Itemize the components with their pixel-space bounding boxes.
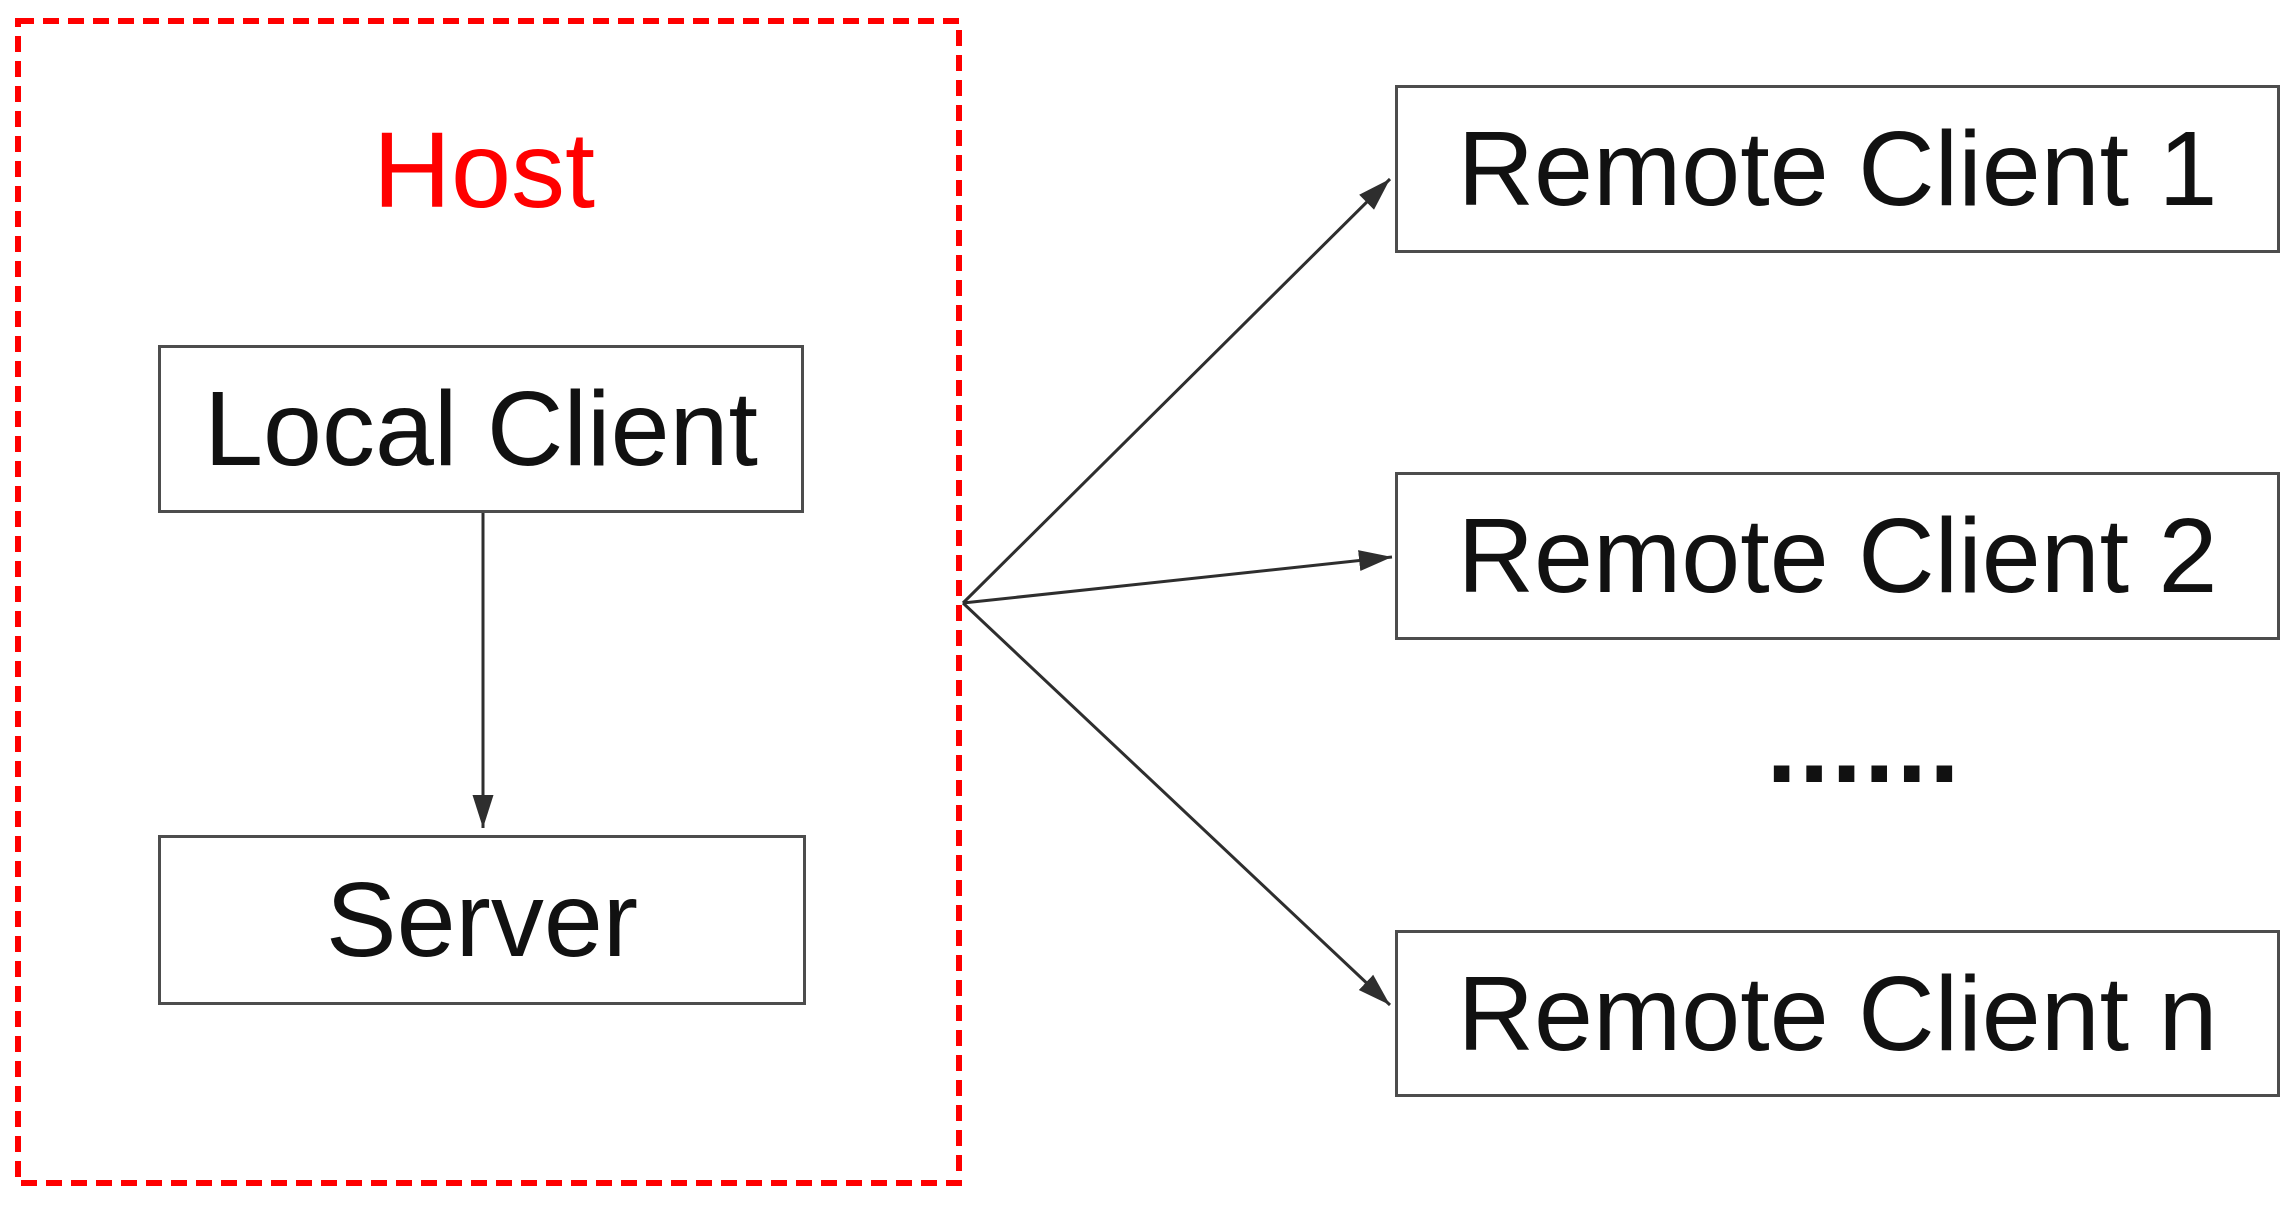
edge-hub-to-remote-client-2 [962, 550, 1393, 605]
node-remote-client-n: Remote Client n [1395, 930, 2280, 1097]
edge-hub-to-remote-client-n [961, 601, 1392, 1007]
node-server: Server [158, 835, 806, 1005]
more-remote-clients-ellipsis: ...... [1766, 683, 1962, 806]
host-boundary-dashed-rect [15, 18, 962, 1186]
node-server-label: Server [325, 861, 639, 979]
node-remote-client-n-label: Remote Client n [1457, 954, 2218, 1073]
node-local-client-label: Local Client [204, 370, 758, 488]
node-remote-client-1-label: Remote Client 1 [1457, 110, 2218, 228]
node-remote-client-2-label: Remote Client 2 [1457, 497, 2218, 615]
node-remote-client-1: Remote Client 1 [1395, 85, 2280, 253]
node-remote-client-2: Remote Client 2 [1395, 472, 2280, 640]
node-local-client: Local Client [158, 345, 804, 513]
edge-hub-to-remote-client-1 [961, 177, 1392, 605]
host-group-label: Host [372, 109, 596, 230]
